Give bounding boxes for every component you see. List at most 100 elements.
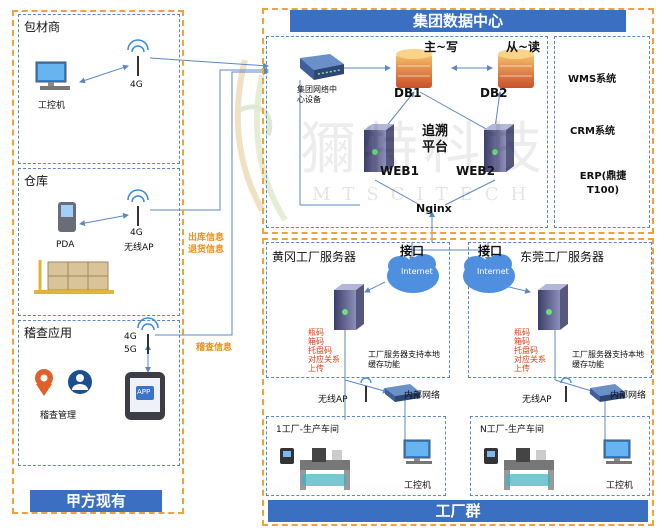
db1-label: DB1 — [394, 86, 422, 100]
factory-ap-left-icon — [360, 377, 372, 402]
workshop-equipment-right-icon — [484, 448, 554, 490]
audit-title: 稽查应用 — [24, 326, 73, 340]
master-label: 主~写 — [424, 40, 459, 54]
system-crm: CRM系统 — [570, 126, 615, 137]
workshop-left-title: 1工厂-生产车间 — [276, 425, 339, 435]
nginx-label: Nginx — [416, 202, 452, 215]
web1-label: WEB1 — [380, 164, 419, 178]
slave-label: 从~读 — [506, 40, 541, 54]
red-line-right-1: 箱码 — [514, 337, 530, 346]
location-pin-icon — [35, 369, 53, 396]
factory-server-left-icon — [334, 284, 364, 330]
interface-right-label: 接口 — [478, 244, 503, 258]
datacenter-title: 集团数据中心 — [290, 10, 626, 32]
system-erp: ERP(鼎捷T100) — [579, 171, 627, 196]
factory-server-right-icon — [538, 284, 568, 330]
trace-platform-label: 追溯平台 — [422, 124, 449, 155]
watermark-subtext: MTSCITECH — [312, 184, 539, 205]
factory-right-title: 东莞工厂服务器 — [520, 250, 605, 264]
workshop-right-box — [470, 416, 650, 496]
supplier-device-label: 工控机 — [38, 101, 66, 111]
factory-panel — [262, 238, 654, 526]
warehouse-net2-label: 无线AP — [124, 243, 154, 253]
workshop-left-box — [266, 416, 446, 496]
factory-ap-right-icon — [560, 377, 572, 402]
network-device-label: 集团网络中心设备 — [297, 85, 337, 104]
inspector-avatar-icon — [68, 370, 92, 394]
supplier-title: 包材商 — [24, 20, 61, 34]
lan-left-label: 内部网络 — [404, 391, 441, 401]
red-line-left-2: 托盘码 — [308, 346, 332, 355]
web2-server-icon — [484, 124, 514, 172]
red-line-right-3: 对应关系 — [514, 355, 546, 364]
audit-management-label: 稽查管理 — [40, 411, 77, 421]
app-label: APP — [137, 388, 151, 396]
cache-left-label: 工厂服务器支持本地缓存功能 — [368, 350, 440, 369]
red-line-left-0: 瓶码 — [308, 328, 324, 337]
red-line-right-4: 上传 — [514, 364, 530, 373]
red-line-left-4: 上传 — [308, 364, 324, 373]
workshop-right-device: 工控机 — [606, 481, 634, 491]
audit-antenna-icon — [137, 317, 159, 354]
supplier-antenna-icon — [127, 39, 149, 76]
cache-right-label: 工厂服务器支持本地缓存功能 — [572, 350, 644, 369]
upload-info-left: 瓶码 箱码 托盘码 对应关系 上传 — [308, 328, 340, 373]
supplier-net-label: 4G — [130, 80, 143, 90]
factory-right-server-box — [468, 242, 652, 378]
internet-left-label: Internet — [401, 267, 433, 276]
workshop-equipment-left-icon — [280, 448, 350, 490]
warehouse-device-label: PDA — [56, 240, 75, 250]
pda-icon — [58, 202, 76, 232]
workshop-computer-left-icon — [403, 439, 432, 464]
ap-left-label: 无线AP — [318, 395, 348, 405]
supplier-computer-icon — [35, 61, 70, 90]
red-line-left-3: 对应关系 — [308, 355, 340, 364]
ap-right-label: 无线AP — [522, 395, 552, 405]
factory-switch-right-icon — [590, 384, 625, 402]
factory-left-title: 黄冈工厂服务器 — [272, 250, 357, 264]
audit-info-label: 稽查信息 — [196, 343, 233, 353]
red-line-right-2: 托盘码 — [514, 346, 538, 355]
network-switch-icon — [300, 54, 344, 80]
phone-app-icon — [125, 372, 165, 420]
internet-cloud-left-icon — [387, 254, 439, 293]
red-line-left-1: 箱码 — [308, 337, 324, 346]
system-wms: WMS系统 — [568, 74, 617, 85]
workshop-right-title: N工厂-生产车间 — [480, 425, 544, 435]
factory-title: 工厂群 — [268, 500, 648, 522]
supplier-box — [18, 14, 180, 164]
interface-left-label: 接口 — [400, 244, 425, 258]
web1-server-icon — [364, 124, 394, 172]
warehouse-box — [18, 168, 180, 316]
audit-net1-label: 4G — [124, 332, 137, 342]
web2-label: WEB2 — [456, 164, 495, 178]
datacenter-core-box — [266, 36, 548, 228]
datacenter-panel — [262, 8, 654, 234]
systems-box — [554, 36, 650, 228]
upload-info-right: 瓶码 箱码 托盘码 对应关系 上传 — [514, 328, 546, 373]
watermark-leaf-icon — [234, 59, 288, 222]
return-info-label: 退货信息 — [188, 245, 225, 255]
lan-right-label: 内部网络 — [610, 391, 647, 401]
internet-cloud-right-icon — [463, 254, 515, 293]
red-line-right-0: 瓶码 — [514, 328, 530, 337]
db2-icon — [498, 49, 534, 88]
pallet-boxes-icon — [34, 260, 114, 294]
db2-label: DB2 — [480, 86, 508, 100]
audit-net2-label: 5G — [124, 345, 137, 355]
warehouse-antenna-icon — [127, 189, 149, 226]
left-panel-title: 甲方现有 — [30, 490, 162, 512]
factory-switch-left-icon — [385, 384, 420, 402]
factory-left-server-box — [266, 242, 450, 378]
left-panel — [12, 10, 184, 514]
warehouse-title: 仓库 — [24, 174, 49, 188]
workshop-left-device: 工控机 — [404, 481, 432, 491]
db1-icon — [396, 49, 432, 88]
outbound-info-label: 出库信息 — [188, 233, 225, 243]
audit-box — [18, 320, 180, 466]
watermark-text: 獮特科技 — [300, 117, 548, 182]
warehouse-net1-label: 4G — [130, 228, 143, 238]
internet-right-label: Internet — [477, 267, 509, 276]
workshop-computer-right-icon — [603, 439, 632, 464]
